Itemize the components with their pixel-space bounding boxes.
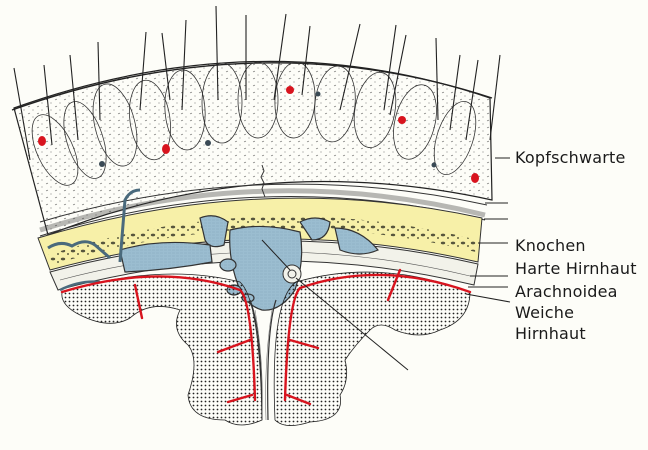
label-weiche: Weiche [515, 303, 575, 322]
leader-lines [261, 157, 511, 371]
hairs [13, 5, 501, 161]
hair-follicles [31, 61, 477, 186]
left-hemisphere [61, 273, 263, 426]
scalp-vessels [38, 86, 479, 183]
scalp-veins [99, 91, 437, 168]
scalp-outer-line [11, 62, 493, 111]
diploe [48, 216, 478, 265]
falx-cerebri [249, 299, 277, 421]
label-harte-hirnhaut: Harte Hirnhaut [515, 259, 637, 278]
diploic-vein [47, 240, 111, 260]
galea-band [39, 188, 486, 233]
label-arachnoidea: Arachnoidea [515, 282, 618, 301]
label-knochen: Knochen [515, 236, 586, 255]
label-hirnhaut: Hirnhaut [515, 324, 586, 343]
emissary-vein [118, 188, 141, 263]
label-kopfschwarte: Kopfschwarte [515, 148, 626, 167]
